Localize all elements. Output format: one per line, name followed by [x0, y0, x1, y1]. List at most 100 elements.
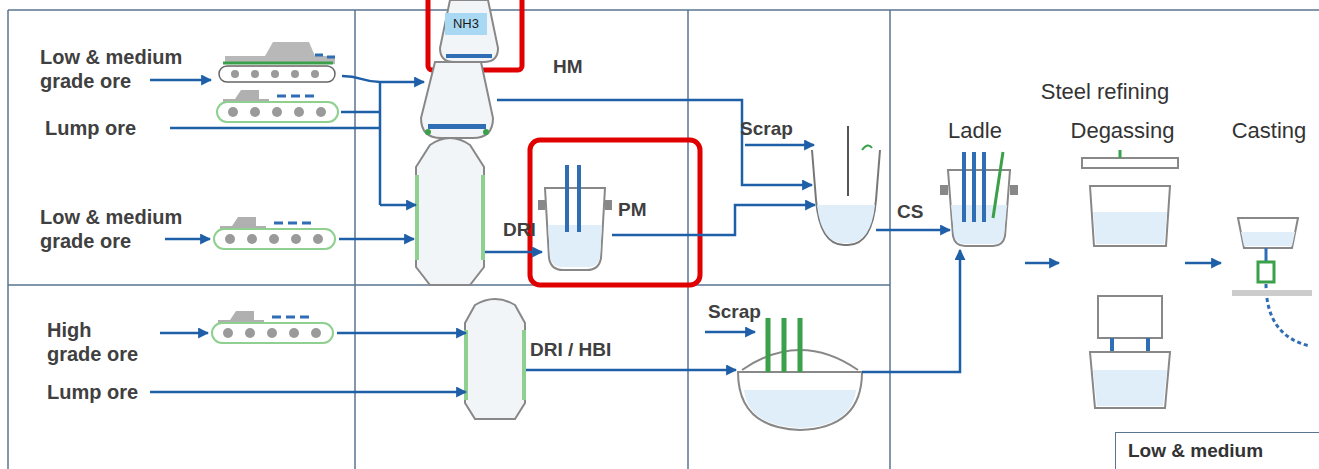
drawing-stroke	[1098, 296, 1162, 338]
ladle-vessel	[940, 152, 1018, 246]
drawing-stroke	[1241, 232, 1295, 246]
drawing-stroke	[1232, 290, 1312, 296]
drawing-stroke	[170, 127, 380, 130]
drawing-stroke	[428, 0, 522, 70]
flow-label: High grade ore	[47, 318, 147, 366]
drawing-stroke	[446, 54, 492, 58]
drawing-stroke	[1090, 352, 1170, 408]
drawing-stroke	[1093, 212, 1167, 244]
drawing-stroke	[817, 205, 875, 243]
drawing-stroke	[380, 204, 416, 207]
drawing-stroke	[379, 82, 382, 205]
converter	[812, 126, 880, 245]
flow-label: Low & medium grade ore	[40, 205, 215, 253]
drawing-stroke	[744, 390, 856, 428]
drawing-stroke	[160, 332, 208, 335]
drawing-stroke	[212, 311, 333, 343]
node-text: Degassing	[1060, 118, 1185, 144]
flow-label: Scrap	[740, 117, 820, 141]
drawing-stroke	[812, 150, 880, 245]
drawing-stroke	[217, 90, 338, 122]
drawing-stroke	[964, 152, 984, 222]
drawing-stroke	[1082, 158, 1178, 168]
flow-label: Steel refining	[1005, 80, 1205, 104]
drawing-stroke	[483, 129, 489, 135]
reactor-tag: NH3	[445, 13, 487, 35]
drawing-stroke	[417, 175, 483, 260]
drawing-stroke	[8, 10, 1319, 469]
drawing-stroke	[485, 251, 542, 254]
drawing-stroke	[605, 200, 612, 210]
drawing-stroke	[1238, 218, 1298, 248]
drawing-stroke	[847, 126, 849, 196]
flow-label: Low & medium grade ore	[40, 45, 215, 93]
ladle-unit: Ladle	[925, 118, 1025, 270]
ore-plants	[212, 42, 338, 343]
drawing-stroke	[1090, 186, 1170, 246]
drawing-stroke	[567, 165, 579, 232]
drawing-stroke	[862, 145, 872, 150]
smelting-furnace	[530, 140, 700, 285]
drawing-stroke	[1010, 185, 1018, 195]
degasser	[1082, 150, 1178, 408]
drawing-stroke	[745, 144, 814, 147]
nh3-reactor	[428, 0, 522, 70]
drawing-stroke	[1258, 262, 1274, 282]
node-text: Casting	[1222, 118, 1316, 144]
drawing-stroke	[428, 124, 486, 129]
drawing-stroke	[465, 299, 525, 419]
drawing-stroke	[421, 62, 493, 138]
drawing-stroke	[440, 0, 498, 62]
drawing-stroke	[948, 170, 1010, 246]
legend-box: Low & medium	[1115, 432, 1319, 469]
drawing-stroke	[380, 81, 424, 84]
drawing-stroke	[1119, 150, 1122, 158]
drawing-stroke	[993, 152, 1003, 218]
drawing-stroke	[1093, 370, 1167, 406]
drawing-stroke	[337, 332, 466, 335]
drawing-stroke	[768, 318, 800, 372]
node-text: Low & medium	[1116, 433, 1319, 468]
drawing-stroke	[738, 372, 862, 430]
flow-arrow	[1185, 262, 1221, 265]
casting-unit: Casting	[1222, 118, 1316, 350]
drawing-stroke	[416, 138, 484, 285]
drawing-stroke	[951, 205, 1007, 244]
drawing-stroke	[219, 42, 335, 82]
flow-label: Lump ore	[45, 116, 165, 140]
drawing-stroke	[497, 100, 812, 185]
flow-label: PM	[618, 198, 668, 222]
degassing-unit: Degassing	[1060, 118, 1185, 415]
drawing-stroke	[548, 225, 602, 267]
drawing-stroke	[150, 391, 466, 394]
flow-label: DRI / HBI	[530, 338, 650, 362]
flow-label: DRI	[503, 218, 553, 242]
drawing-stroke	[425, 129, 431, 135]
drawing-stroke	[1265, 248, 1268, 262]
drawing-stroke	[545, 188, 605, 270]
drawing-stroke	[150, 79, 211, 82]
drawing-stroke	[526, 369, 736, 372]
caster	[1232, 218, 1312, 346]
drawing-stroke	[862, 250, 960, 372]
grid-lines	[8, 10, 1319, 469]
blast-furnace	[421, 62, 493, 138]
drawing-stroke	[214, 217, 335, 249]
node-text: NH3	[445, 13, 487, 35]
drawing-stroke	[940, 185, 948, 195]
drawing-stroke	[341, 111, 380, 114]
drawing-stroke	[530, 140, 700, 285]
drawing-stroke	[342, 76, 380, 82]
flow-label: Scrap	[708, 300, 788, 324]
flow-label: Lump ore	[47, 380, 167, 404]
flow-label: HM	[553, 55, 613, 79]
drawing-stroke	[705, 331, 755, 334]
drawing-stroke	[538, 200, 545, 210]
drawing-stroke	[466, 330, 524, 400]
electric-arc-furnace	[738, 318, 862, 430]
shaft-furnace	[416, 138, 525, 419]
flow-label: CS	[897, 200, 947, 224]
